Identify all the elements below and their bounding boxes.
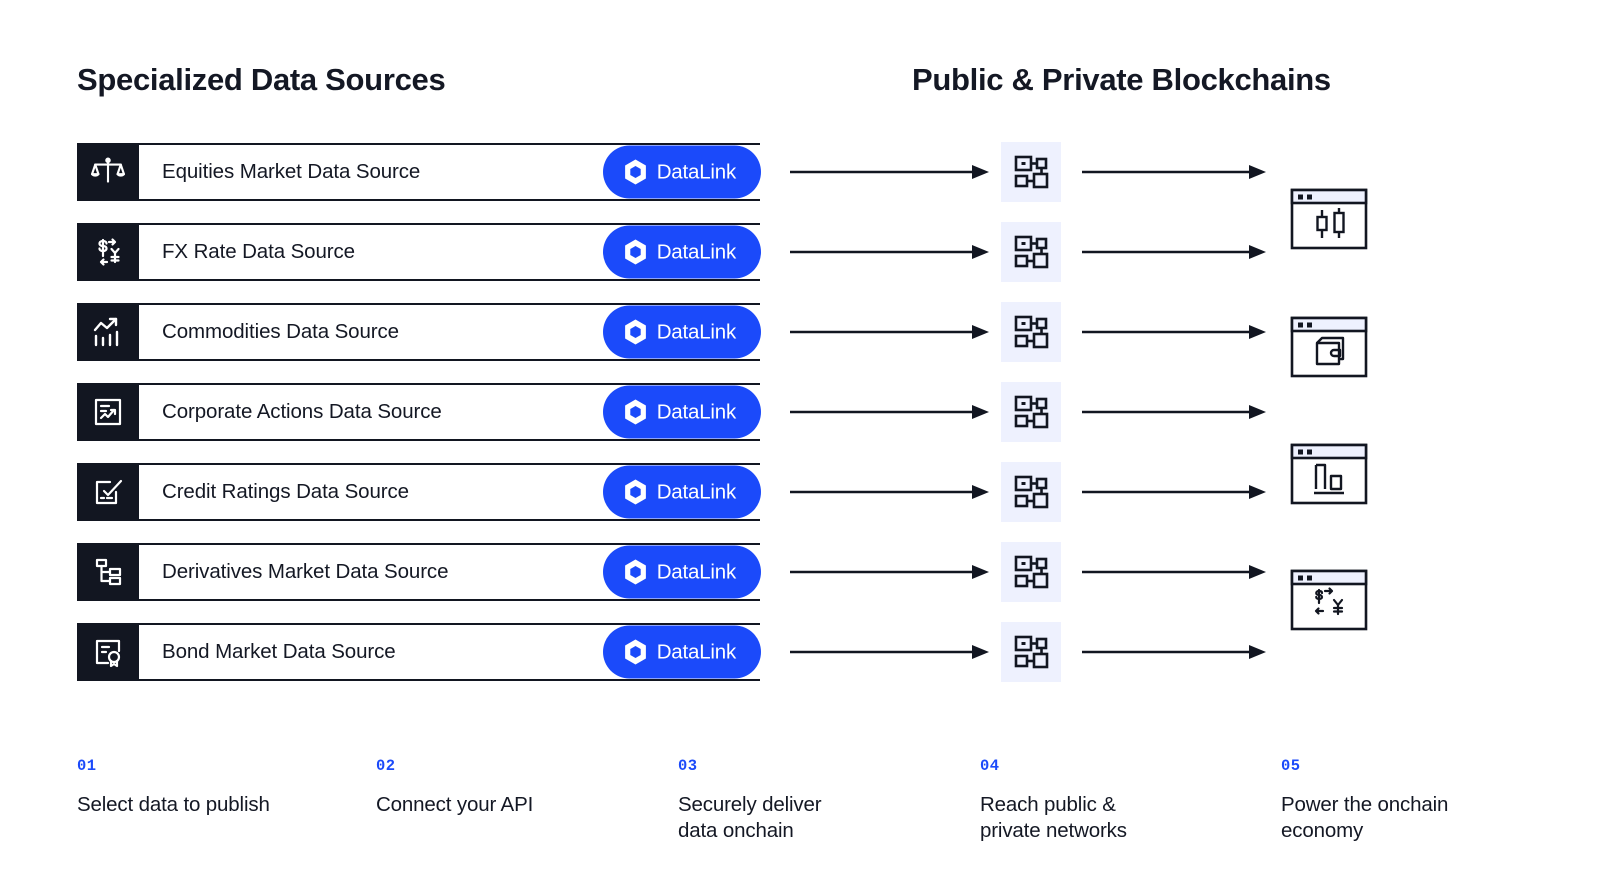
datalink-label: DataLink: [656, 480, 737, 503]
flow-arrow-left: [790, 565, 989, 579]
step-label: Select data to publish: [77, 793, 270, 816]
browser-bar-chart-icon: [1290, 443, 1368, 505]
source-label: Derivatives Market Data Source: [162, 560, 449, 583]
network-nodes-icon: [1001, 622, 1061, 682]
page-title-left: Specialized Data Sources: [77, 62, 446, 97]
source-card-body: FX Rate Data Source DataLink: [139, 223, 761, 281]
datalink-label: DataLink: [656, 560, 737, 583]
hexagon-icon: [624, 479, 646, 505]
source-label: Bond Market Data Source: [162, 640, 396, 663]
step-number: 04: [980, 757, 1000, 775]
datalink-label: DataLink: [656, 640, 737, 663]
flow-arrow-left: [790, 245, 989, 259]
network-nodes-icon: [1001, 462, 1061, 522]
source-label: FX Rate Data Source: [162, 240, 355, 263]
flow-arrow-right: [1082, 645, 1266, 659]
hexagon-icon: [624, 239, 646, 265]
step-number: 05: [1281, 757, 1301, 775]
datalink-label: DataLink: [656, 400, 737, 423]
scales-balance-icon: [77, 143, 139, 201]
datalink-label: DataLink: [656, 320, 737, 343]
datalink-badge[interactable]: DataLink: [602, 465, 761, 519]
browser-wallet-icon: [1290, 316, 1368, 378]
browser-currency-exchange-icon: [1290, 569, 1368, 631]
step-item: 02 Connect your API: [376, 757, 533, 818]
hexagon-icon: [624, 559, 646, 585]
source-row[interactable]: Credit Ratings Data Source DataLink: [77, 463, 761, 521]
source-label: Commodities Data Source: [162, 320, 399, 343]
datalink-label: DataLink: [656, 240, 737, 263]
source-label: Credit Ratings Data Source: [162, 480, 409, 503]
hexagon-icon: [624, 399, 646, 425]
source-row[interactable]: Derivatives Market Data Source DataLink: [77, 543, 761, 601]
step-number: 01: [77, 757, 97, 775]
flow-arrow-right: [1082, 405, 1266, 419]
network-nodes-icon: [1001, 542, 1061, 602]
step-number: 02: [376, 757, 396, 775]
source-card-body: Bond Market Data Source DataLink: [139, 623, 761, 681]
hexagon-icon: [624, 639, 646, 665]
step-label: Reach public & private networks: [980, 793, 1127, 842]
step-item: 03 Securely deliver data onchain: [678, 757, 822, 844]
step-label: Power the onchain economy: [1281, 793, 1449, 842]
flow-arrow-left: [790, 645, 989, 659]
datalink-badge[interactable]: DataLink: [602, 545, 761, 599]
step-label: Securely deliver data onchain: [678, 793, 822, 842]
flow-arrow-left: [790, 405, 989, 419]
flow-arrow-left: [790, 325, 989, 339]
network-nodes-icon: [1001, 142, 1061, 202]
flow-arrow-right: [1082, 245, 1266, 259]
hexagon-icon: [624, 159, 646, 185]
flow-arrow-right: [1082, 325, 1266, 339]
datalink-badge[interactable]: DataLink: [602, 225, 761, 279]
trend-up-bars-icon: [77, 303, 139, 361]
network-nodes-icon: [1001, 382, 1061, 442]
source-label: Equities Market Data Source: [162, 160, 421, 183]
page-title-right: Public & Private Blockchains: [912, 62, 1331, 97]
datalink-badge[interactable]: DataLink: [602, 625, 761, 679]
step-item: 05 Power the onchain economy: [1281, 757, 1448, 844]
flow-arrow-right: [1082, 565, 1266, 579]
certificate-seal-icon: [77, 623, 139, 681]
source-row[interactable]: Equities Market Data Source DataLink: [77, 143, 761, 201]
network-nodes-icon: [1001, 222, 1061, 282]
step-item: 04 Reach public & private networks: [980, 757, 1127, 844]
source-card-body: Equities Market Data Source DataLink: [139, 143, 761, 201]
source-card-body: Derivatives Market Data Source DataLink: [139, 543, 761, 601]
hierarchy-tree-icon: [77, 543, 139, 601]
network-nodes-icon: [1001, 302, 1061, 362]
flow-arrow-left: [790, 485, 989, 499]
source-row[interactable]: FX Rate Data Source DataLink: [77, 223, 761, 281]
source-card-body: Commodities Data Source DataLink: [139, 303, 761, 361]
source-row[interactable]: Corporate Actions Data Source DataLink: [77, 383, 761, 441]
browser-candlestick-chart-icon: [1290, 188, 1368, 250]
flow-arrow-right: [1082, 485, 1266, 499]
datalink-badge[interactable]: DataLink: [602, 145, 761, 199]
source-row[interactable]: Bond Market Data Source DataLink: [77, 623, 761, 681]
step-item: 01 Select data to publish: [77, 757, 270, 818]
source-row[interactable]: Commodities Data Source DataLink: [77, 303, 761, 361]
source-card-body: Corporate Actions Data Source DataLink: [139, 383, 761, 441]
document-chart-icon: [77, 383, 139, 441]
source-card-body: Credit Ratings Data Source DataLink: [139, 463, 761, 521]
datalink-label: DataLink: [656, 160, 737, 183]
datalink-badge[interactable]: DataLink: [602, 385, 761, 439]
hexagon-icon: [624, 319, 646, 345]
rating-check-icon: [77, 463, 139, 521]
flow-arrow-right: [1082, 165, 1266, 179]
source-label: Corporate Actions Data Source: [162, 400, 442, 423]
flow-arrow-left: [790, 165, 989, 179]
step-number: 03: [678, 757, 698, 775]
currency-exchange-icon: [77, 223, 139, 281]
datalink-badge[interactable]: DataLink: [602, 305, 761, 359]
step-label: Connect your API: [376, 793, 534, 816]
